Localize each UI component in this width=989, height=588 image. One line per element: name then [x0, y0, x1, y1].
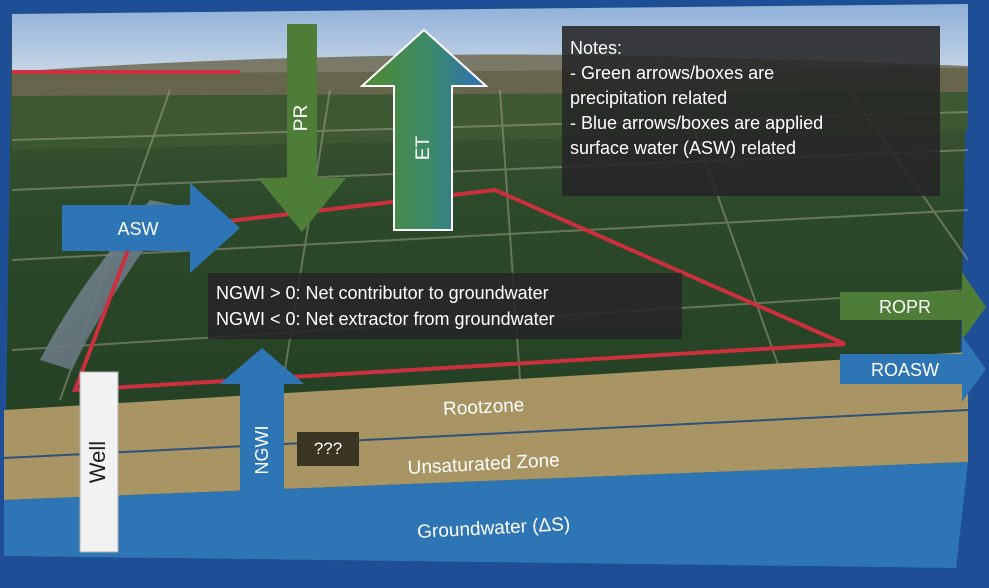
- notes-line: precipitation related: [570, 88, 728, 108]
- notes-line: - Green arrows/boxes are: [570, 63, 775, 83]
- layer-boundary-line: [3, 409, 969, 459]
- roasw-label: ROASW: [871, 360, 939, 380]
- ngwi-negative-rule: NGWI < 0: Net extractor from groundwater: [216, 309, 555, 329]
- asw-label: ASW: [117, 219, 158, 239]
- asw-arrow: ASW: [62, 183, 240, 273]
- ngwi-rules-box: NGWI > 0: Net contributor to groundwater…: [208, 273, 682, 339]
- groundwater-layer: [4, 462, 968, 568]
- well-label: Well: [85, 441, 110, 483]
- ropr-label: ROPR: [879, 297, 931, 317]
- notes-line: surface water (ASW) related: [570, 138, 797, 158]
- rootzone-label: Rootzone: [443, 395, 525, 420]
- notes-line: - Blue arrows/boxes are applied: [570, 113, 824, 133]
- unknown-flux-box: ???: [297, 432, 359, 466]
- notes-box: Notes: - Green arrows/boxes are precipit…: [562, 26, 940, 196]
- et-arrow: ET: [359, 28, 489, 231]
- pr-label: PR: [291, 105, 312, 131]
- ngwi-positive-rule: NGWI > 0: Net contributor to groundwater: [216, 283, 549, 303]
- field-outline: [72, 187, 846, 393]
- notes-heading: Notes:: [570, 38, 623, 58]
- ngwi-arrow: NGWI: [220, 348, 304, 542]
- ropr-arrow: ROPR: [840, 272, 986, 340]
- et-label: ET: [413, 135, 434, 160]
- well: Well: [79, 371, 119, 553]
- ngwi-label: NGWI: [252, 426, 272, 475]
- pr-arrow: PR: [258, 24, 346, 232]
- roasw-arrow: ROASW: [840, 336, 986, 402]
